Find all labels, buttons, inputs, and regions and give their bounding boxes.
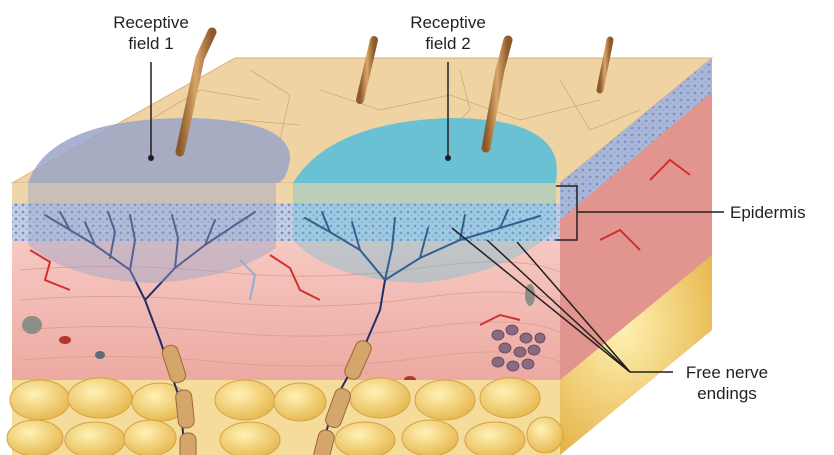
field-1-marker [148,155,154,161]
free-nerve-endings-label: Free nerve endings [672,362,782,404]
field-2-marker [445,155,451,161]
free-nerve-endings-line-2: endings [672,383,782,404]
receptive-field-1-line-1: Receptive [96,12,206,33]
receptive-field-1-line-2: field 1 [96,33,206,54]
receptive-field-2-line-1: Receptive [393,12,503,33]
receptive-field-2-line-2: field 2 [393,33,503,54]
epidermis-label: Epidermis [730,202,806,223]
receptive-field-1-label: Receptive field 1 [96,12,206,54]
receptive-field-1-surface [28,118,290,183]
receptive-field-2-label: Receptive field 2 [393,12,503,54]
free-nerve-endings-line-1: Free nerve [672,362,782,383]
